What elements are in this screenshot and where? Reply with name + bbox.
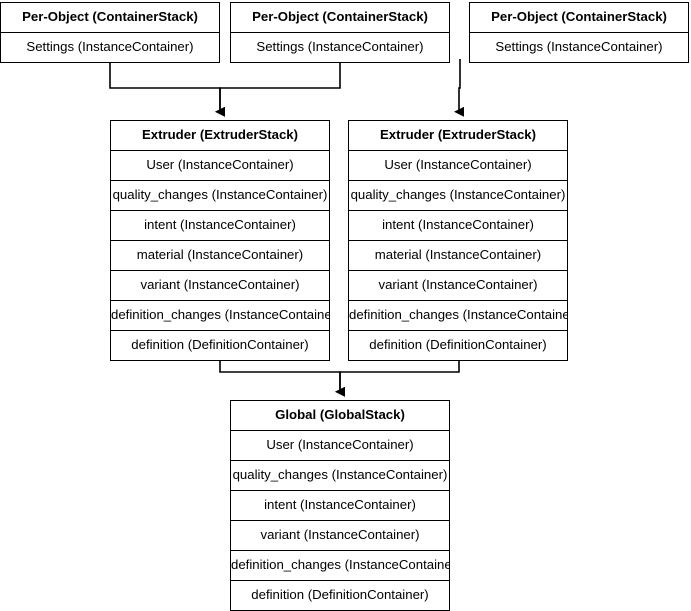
- edge-per-object-1-to-extruder-1: [109, 59, 225, 117]
- node-per-object-1: Per-Object (ContainerStack)Settings (Ins…: [0, 2, 220, 63]
- node-row: variant (InstanceContainer): [111, 270, 329, 300]
- node-header-extruder-1: Extruder (ExtruderStack): [111, 121, 329, 150]
- node-per-object-2: Per-Object (ContainerStack)Settings (Ins…: [230, 2, 450, 63]
- node-row: variant (InstanceContainer): [231, 520, 449, 550]
- node-row: definition (DefinitionContainer): [111, 330, 329, 360]
- node-row: intent (InstanceContainer): [349, 210, 567, 240]
- node-row: intent (InstanceContainer): [231, 490, 449, 520]
- node-row: quality_changes (InstanceContainer): [111, 180, 329, 210]
- node-row: quality_changes (InstanceContainer): [349, 180, 567, 210]
- node-row: definition_changes (InstanceContainer): [349, 300, 567, 330]
- node-extruder-1: Extruder (ExtruderStack)User (InstanceCo…: [110, 120, 330, 361]
- edge-extruder-1-to-global: [219, 360, 345, 397]
- node-row: definition_changes (InstanceContainer): [231, 550, 449, 580]
- node-header-per-object-1: Per-Object (ContainerStack): [1, 3, 219, 32]
- node-row: definition (DefinitionContainer): [349, 330, 567, 360]
- node-row: Settings (InstanceContainer): [1, 32, 219, 62]
- node-header-extruder-2: Extruder (ExtruderStack): [349, 121, 567, 150]
- node-global: Global (GlobalStack)User (InstanceContai…: [230, 400, 450, 611]
- node-header-per-object-3: Per-Object (ContainerStack): [470, 3, 688, 32]
- node-row: intent (InstanceContainer): [111, 210, 329, 240]
- node-row: material (InstanceContainer): [349, 240, 567, 270]
- node-per-object-3: Per-Object (ContainerStack)Settings (Ins…: [469, 2, 689, 63]
- node-row: Settings (InstanceContainer): [231, 32, 449, 62]
- edge-extruder-2-to-global: [335, 360, 460, 397]
- node-row: quality_changes (InstanceContainer): [231, 460, 449, 490]
- node-row: variant (InstanceContainer): [349, 270, 567, 300]
- node-header-per-object-2: Per-Object (ContainerStack): [231, 3, 449, 32]
- node-row: Settings (InstanceContainer): [470, 32, 688, 62]
- node-row: definition_changes (InstanceContainer): [111, 300, 329, 330]
- edge-per-object-2-to-extruder-1: [215, 59, 341, 117]
- node-row: definition (DefinitionContainer): [231, 580, 449, 610]
- node-row: User (InstanceContainer): [231, 430, 449, 460]
- node-row: material (InstanceContainer): [111, 240, 329, 270]
- node-row: User (InstanceContainer): [349, 150, 567, 180]
- edge-per-object-3-to-extruder-2: [454, 59, 464, 117]
- node-extruder-2: Extruder (ExtruderStack)User (InstanceCo…: [348, 120, 568, 361]
- node-header-global: Global (GlobalStack): [231, 401, 449, 430]
- node-row: User (InstanceContainer): [111, 150, 329, 180]
